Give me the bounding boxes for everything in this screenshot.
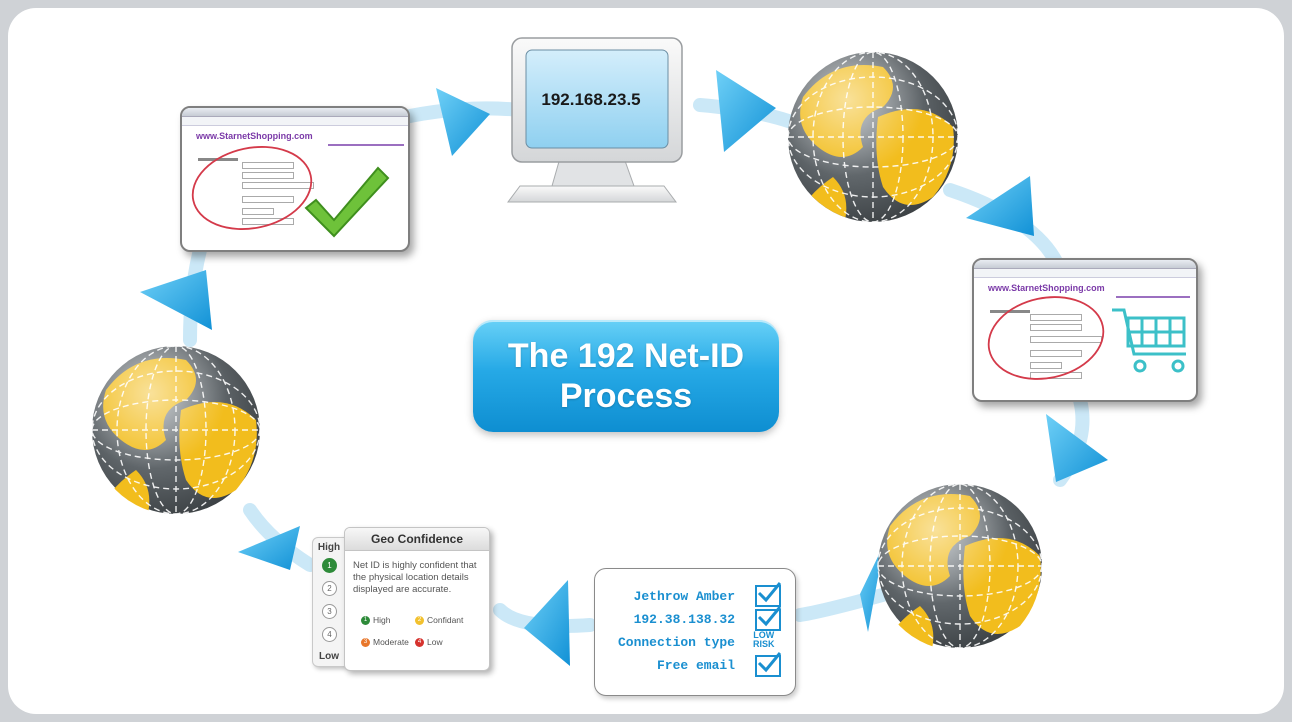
site-url: www.StarnetShopping.com [988,283,1105,293]
globe-right [877,483,1043,651]
arrow-8 [140,270,212,330]
browser-tabs [974,269,1196,278]
globe-left [91,345,261,515]
browser-screenshot-cart: www.StarnetShopping.com [972,258,1198,402]
legend-dot: 3 [361,637,370,647]
browser-toolbar [182,108,408,117]
legend-confidant: 2 Confidant [415,615,463,625]
scale-step-3: 3 [322,604,337,619]
legend-low: 4 Low [415,637,443,647]
globe-top-right [787,51,959,223]
legend-label: Confidant [427,615,464,625]
geo-confidence-scale: High 1 2 3 4 Low [312,537,346,667]
scale-step-4: 4 [322,627,337,642]
browser-tabs [182,117,408,126]
scale-step-1: 1 [322,558,337,573]
browser-screenshot-checkout: www.StarnetShopping.com [180,106,410,252]
monitor-ip: 192.168.23.5 [541,90,641,109]
arrow-6 [524,580,570,666]
arrow-7 [238,526,300,570]
verification-card: Jethrow Amber 192.38.138.32 Connection t… [594,568,796,696]
legend-moderate: 3 Moderate [361,637,409,647]
scale-low-label: Low [319,651,339,662]
scale-high-label: High [317,542,341,553]
low-risk-badge: LOW RISK [753,631,775,649]
process-title-line1: The 192 Net-ID [507,337,745,375]
check-free-email: Free email [656,658,735,673]
arrow-4 [1046,414,1108,482]
process-title-line2: Process [559,377,693,415]
flow-arrows [140,70,1108,666]
computer-monitor [507,37,683,203]
process-title: The 192 Net-ID Process [473,320,779,432]
legend-dot: 4 [415,637,424,647]
legend-dot: 1 [361,615,370,625]
site-nav [328,144,404,146]
scale-step-2: 2 [322,581,337,596]
check-ip: 192.38.138.32 [633,612,735,627]
site-nav [1116,296,1190,298]
arrow-3 [966,176,1034,236]
site-url: www.StarnetShopping.com [196,131,313,141]
geo-confidence-panel: Geo Confidence Net ID is highly confiden… [344,527,490,671]
geo-confidence-title: Geo Confidence [345,528,489,551]
check-mark-icon [191,146,390,238]
checkbox-icon [755,582,782,607]
arrow-2 [716,70,776,152]
legend-label: Moderate [373,637,409,647]
legend-label: High [373,615,391,625]
checkbox-icon [755,652,782,677]
shopping-cart-icon [987,296,1186,380]
check-connection-type: Connection type [617,635,735,650]
low-risk-line1: LOW [753,630,775,640]
checkbox-icon [755,606,782,631]
legend-high: 1 High [361,615,390,625]
legend-dot: 2 [415,615,424,625]
legend-label: Low [427,637,443,647]
geo-confidence-description: Net ID is highly confident that the phys… [353,560,477,595]
arrow-1 [436,88,490,156]
check-name: Jethrow Amber [633,589,735,604]
low-risk-line2: RISK [753,639,775,649]
browser-toolbar [974,260,1196,269]
